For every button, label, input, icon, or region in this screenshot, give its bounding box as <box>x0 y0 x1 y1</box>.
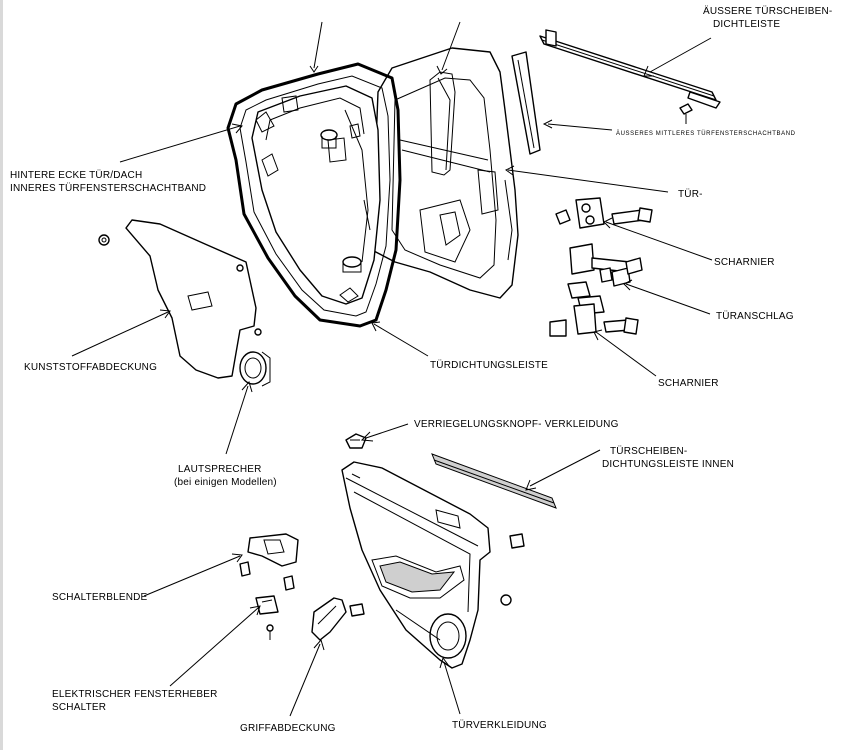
label-grab-handle-cover: GRIFFABDECKUNG <box>240 723 336 734</box>
grab-handle-cover <box>311 597 347 641</box>
label-speaker-line2: (bei einigen Modellen) <box>174 477 277 488</box>
label-rear-corner-line2: INNERES TÜRFENSTERSCHACHTBAND <box>10 182 206 194</box>
lower-hinge <box>549 281 639 337</box>
label-speaker-line1: LAUTSPRECHER <box>178 464 262 475</box>
power-window-switch <box>255 595 279 640</box>
outer-center-channel <box>511 51 541 155</box>
label-window-switch-line1: ELEKTRISCHER FENSTERHEBER <box>52 689 218 700</box>
label-inner-weatherstrip-line2: DICHTUNGSLEISTE INNEN <box>602 459 734 470</box>
label-door: TÜR- <box>678 188 703 200</box>
label-outer-center-channel: ÄUSSERES MITTLERES TÜRFENSTERSCHACHTBAND <box>616 130 796 137</box>
door-trim-panel <box>341 461 525 669</box>
leader-lines <box>71 21 713 717</box>
label-plastic-cover: KUNSTSTOFFABDECKUNG <box>24 362 157 373</box>
speaker <box>239 351 271 387</box>
label-outer-weatherstrip-line1: ÄUSSERE TÜRSCHEIBEN- <box>703 5 832 17</box>
inner-door-frame <box>251 85 381 305</box>
label-lock-knob-trim: VERRIEGELUNGSKNOPF- VERKLEIDUNG <box>414 419 619 430</box>
switch-bezel <box>239 533 299 591</box>
label-hinge-lower: SCHARNIER <box>658 378 719 389</box>
label-door-check: TÜRANSCHLAG <box>716 310 794 322</box>
door-check <box>569 243 643 287</box>
label-switch-panel: SCHALTERBLENDE <box>52 592 148 603</box>
label-inner-weatherstrip-line1: TÜRSCHEIBEN- <box>610 445 687 457</box>
label-door-seal: TÜRDICHTUNGSLEISTE <box>430 359 548 371</box>
label-hinge-upper: SCHARNIER <box>714 257 775 268</box>
upper-hinge <box>555 197 653 229</box>
label-window-switch-line2: SCHALTER <box>52 702 106 713</box>
inner-window-weatherstrip <box>431 453 557 509</box>
label-outer-weatherstrip-line2: DICHTLEISTE <box>713 19 780 30</box>
lock-knob-trim <box>345 433 367 449</box>
callout-labels: ÄUSSERE TÜRSCHEIBEN- DICHTLEISTE ÄUSSERE… <box>10 5 832 734</box>
door-seal-ring <box>226 62 402 328</box>
plastic-cover <box>98 219 262 379</box>
door-shell <box>371 47 519 299</box>
label-door-panel: TÜRVERKLEIDUNG <box>452 719 547 731</box>
left-window-edge <box>0 0 3 750</box>
outer-window-weatherstrip <box>539 29 721 124</box>
label-rear-corner-line1: HINTERE ECKE TÜR/DACH <box>10 169 142 181</box>
